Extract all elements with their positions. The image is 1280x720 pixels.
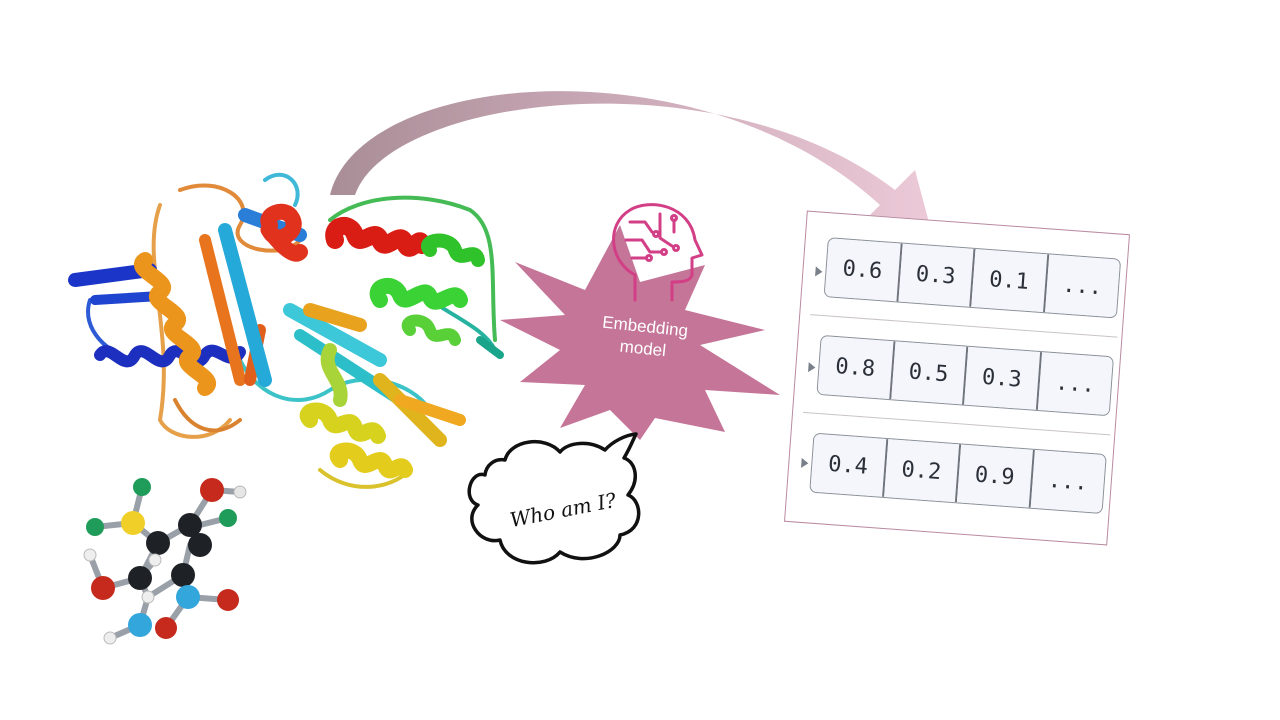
embedding-cell: 0.6 bbox=[824, 238, 903, 302]
row-marker-icon bbox=[808, 362, 816, 373]
embedding-cell: 0.2 bbox=[883, 439, 962, 503]
embedding-model-burst bbox=[500, 225, 780, 440]
brain-circuit-head-icon bbox=[612, 203, 704, 302]
embedding-row: 0.4 0.2 0.9 ... bbox=[809, 432, 1107, 515]
embedding-cell: 0.8 bbox=[817, 335, 896, 400]
embedding-vectors-panel: 0.6 0.3 0.1 ... 0.8 0.5 0.3 ... 0.4 0.2 … bbox=[784, 210, 1130, 546]
embedding-cell: 0.3 bbox=[897, 243, 976, 307]
protein-structure-image bbox=[68, 172, 504, 489]
row-divider bbox=[803, 411, 1111, 436]
embedding-cell: 0.1 bbox=[971, 249, 1049, 313]
row-marker-icon bbox=[815, 266, 823, 277]
embedding-row: 0.8 0.5 0.3 ... bbox=[816, 334, 1115, 417]
embedding-cell: 0.9 bbox=[956, 444, 1035, 508]
embedding-cell: 0.4 bbox=[810, 433, 888, 497]
row-marker-icon bbox=[801, 457, 809, 469]
molecule-image bbox=[83, 478, 247, 645]
speech-bubble-cloud bbox=[467, 432, 641, 565]
embedding-row: 0.6 0.3 0.1 ... bbox=[823, 237, 1122, 319]
row-divider bbox=[810, 314, 1118, 338]
embedding-cell: ... bbox=[1044, 254, 1121, 318]
embedding-cell: 0.3 bbox=[964, 346, 1042, 410]
embedding-cell: ... bbox=[1030, 449, 1106, 513]
embedding-cell: 0.5 bbox=[890, 341, 969, 405]
embedding-cell: ... bbox=[1037, 352, 1113, 416]
